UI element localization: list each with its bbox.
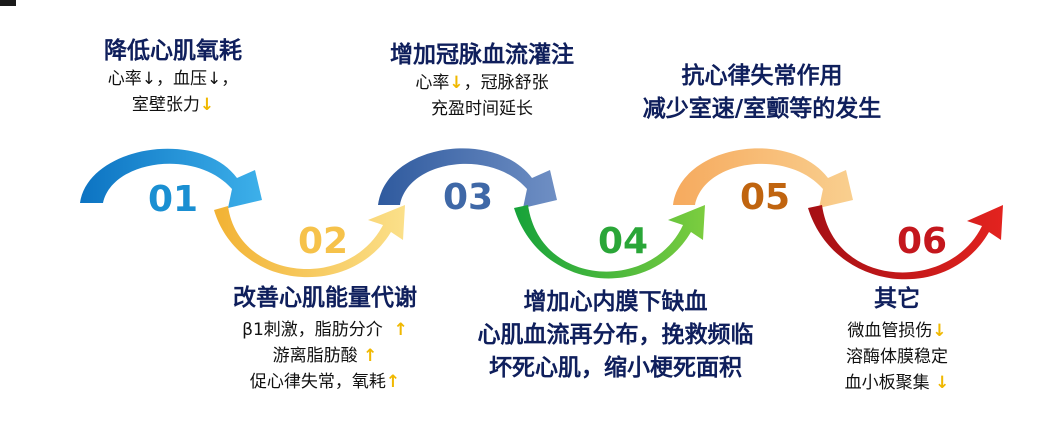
corner-mark [0,0,16,6]
step-06-line-1: 微血管损伤↓ [847,321,947,341]
step-05-line-1: 抗心律失常作用 [681,63,843,89]
step-01-line-2: 室壁张力↓ [131,95,215,115]
step-06-line-2: 溶酶体膜稳定 [846,347,948,367]
step-02-line-1: β1刺激，脂肪分介 ↑ [242,320,408,340]
step-02-text: 改善心肌能量代谢 β1刺激，脂肪分介 ↑ 游离脂肪酸 ↑ 促心律失常，氧耗↑ [200,283,450,395]
up-arrow-icon: ↑ [385,372,401,392]
arc-05 [673,148,853,208]
arc-03 [378,148,557,208]
step-03-line-2: 充盈时间延长 [431,99,533,119]
step-03-title: 增加冠脉血流灌注 [390,42,574,68]
arc-02 [214,205,405,278]
step-04-text: 增加心内膜下缺血 心肌血流再分布，挽救频临 坏死心肌，缩小梗死面积 [448,286,783,385]
step-number-04: 04 [598,221,648,262]
step-06-text: 其它 微血管损伤↓ 溶酶体膜稳定 血小板聚集 ↓ [812,284,982,396]
down-arrow-icon: ↓ [449,73,464,93]
step-04-line-3: 坏死心肌，缩小梗死面积 [489,355,742,381]
arc-01 [80,148,262,208]
down-arrow-icon: ↓ [199,95,215,115]
step-number-06: 06 [897,221,947,262]
step-06-title: 其它 [874,286,920,312]
down-arrow-icon: ↓ [932,321,947,341]
step-number-01: 01 [148,179,198,220]
arc-06 [808,205,1003,280]
step-01-line-1: 心率↓，血压↓， [107,69,239,89]
step-03-text: 增加冠脉血流灌注 心率↓，冠脉舒张 充盈时间延长 [372,40,592,122]
arc-04 [514,205,705,279]
down-arrow-icon: ↓ [935,373,950,393]
step-04-line-2: 心肌血流再分布，挽救频临 [477,322,754,348]
step-02-title: 改善心肌能量代谢 [233,285,417,311]
step-03-line-1: 心率↓，冠脉舒张 [415,73,549,93]
step-02-line-3: 促心律失常，氧耗↑ [249,372,401,392]
down-arrow-icon: ↓ [207,69,222,89]
step-06-line-3: 血小板聚集 ↓ [844,373,950,393]
step-number-02: 02 [298,221,348,262]
step-04-line-1: 增加心内膜下缺血 [523,289,708,315]
up-arrow-icon: ↑ [363,346,378,366]
step-05-text: 抗心律失常作用 减少室速/室颤等的发生 [612,60,912,126]
step-01-text: 降低心肌氧耗 心率↓，血压↓， 室壁张力↓ [88,36,258,118]
down-arrow-icon: ↓ [141,69,156,89]
step-number-03: 03 [443,177,493,218]
step-01-title: 降低心肌氧耗 [104,38,242,64]
step-05-line-2: 减少室速/室颤等的发生 [642,96,882,122]
step-number-05: 05 [740,177,790,218]
step-02-line-2: 游离脂肪酸 ↑ [272,346,378,366]
up-arrow-icon: ↑ [393,320,408,340]
